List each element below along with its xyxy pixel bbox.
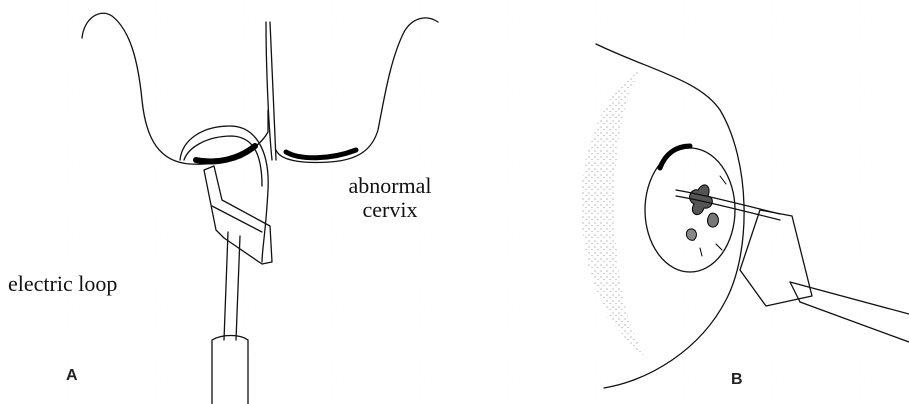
cervix-label-line: cervix <box>330 198 450 222</box>
abnormal-label-line: abnormal <box>330 174 450 198</box>
panel-a-label: A <box>66 367 78 385</box>
abnormal-cervix-label: abnormal cervix <box>330 174 450 222</box>
electric-loop-label: electric loop <box>8 272 117 296</box>
panel-b-label: B <box>731 371 743 389</box>
